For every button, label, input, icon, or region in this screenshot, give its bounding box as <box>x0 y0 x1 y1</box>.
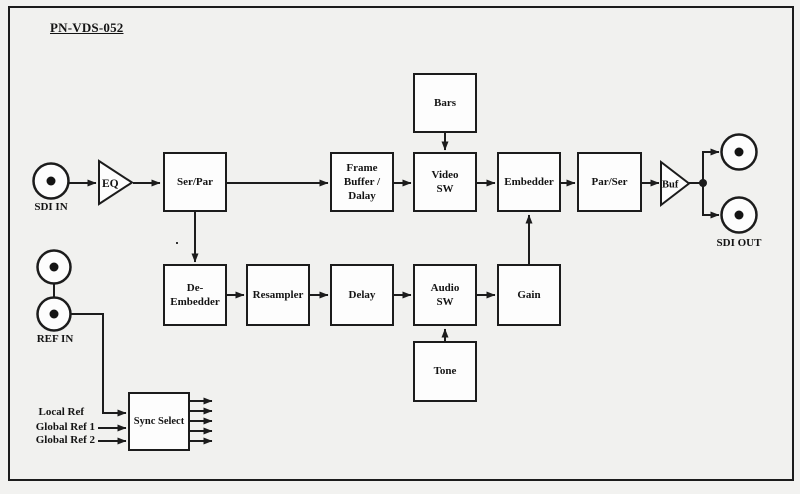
block-video-sw: Video SW <box>413 152 477 212</box>
block-resampler: Resampler <box>246 264 310 326</box>
block-delay: Delay <box>330 264 394 326</box>
global-ref-1-label: Global Ref 1 <box>35 421 95 433</box>
block-de-embedder: De- Embedder <box>163 264 227 326</box>
eq-amplifier-triangle <box>98 159 134 206</box>
ref-in-label: REF IN <box>36 333 74 345</box>
block-label: Delay <box>348 288 376 301</box>
block-label-line: Dalay <box>348 190 376 203</box>
global-ref-2-label: Global Ref 2 <box>35 434 95 446</box>
block-bars: Bars <box>413 73 477 133</box>
block-par-ser: Par/Ser <box>577 152 642 212</box>
block-label: Gain <box>517 288 541 301</box>
block-sync-select: Sync Select <box>128 392 190 451</box>
block-tone: Tone <box>413 341 477 402</box>
stray-mark <box>176 242 178 244</box>
block-label: Bars <box>434 96 456 109</box>
block-embedder: Embedder <box>497 152 561 212</box>
block-label-line: Video <box>431 168 459 181</box>
line-refin-to-syncselect <box>71 313 127 417</box>
sdi-out-label: SDI OUT <box>716 237 762 249</box>
block-label: Tone <box>433 365 457 378</box>
eq-amplifier-label: EQ <box>102 178 119 190</box>
buf-amplifier-label: Buf <box>662 180 679 191</box>
diagram-title: PN-VDS-052 <box>50 20 124 35</box>
block-label-line: SW <box>436 183 454 195</box>
block-label: Sync Select <box>133 415 185 427</box>
block-label-line: Embedder <box>170 296 220 308</box>
ref-in-connector-2-pin <box>49 309 59 319</box>
sdi-in-connector-pin <box>46 176 56 186</box>
block-label-line: SW <box>436 296 454 308</box>
local-ref-label: Local Ref <box>38 406 84 418</box>
block-audio-sw: Audio SW <box>413 264 477 326</box>
block-label: Par/Ser <box>591 175 628 188</box>
block-ser-par: Ser/Par <box>163 152 227 212</box>
ref-in-connector-1-pin <box>49 262 59 272</box>
block-label: Ser/Par <box>176 175 214 188</box>
block-label: Embedder <box>504 175 554 188</box>
buf-amplifier-triangle <box>660 159 691 208</box>
line-junction-to-sdiout1 <box>702 148 720 183</box>
block-label-line: De- <box>186 281 204 294</box>
block-label: Resampler <box>252 288 304 301</box>
block-gain: Gain <box>497 264 561 326</box>
block-label-line: Buffer / <box>343 175 381 188</box>
sdi-in-label: SDI IN <box>34 201 68 213</box>
block-frame-buffer-delay: Frame Buffer / Dalay <box>330 152 394 212</box>
block-label-line: Frame <box>346 161 378 174</box>
junction-dot <box>699 179 707 187</box>
sdi-out-connector-1-pin <box>734 147 744 157</box>
block-label-line: Audio <box>430 281 460 294</box>
line-junction-to-sdiout2 <box>702 183 720 219</box>
sdi-out-connector-2-pin <box>734 210 744 220</box>
